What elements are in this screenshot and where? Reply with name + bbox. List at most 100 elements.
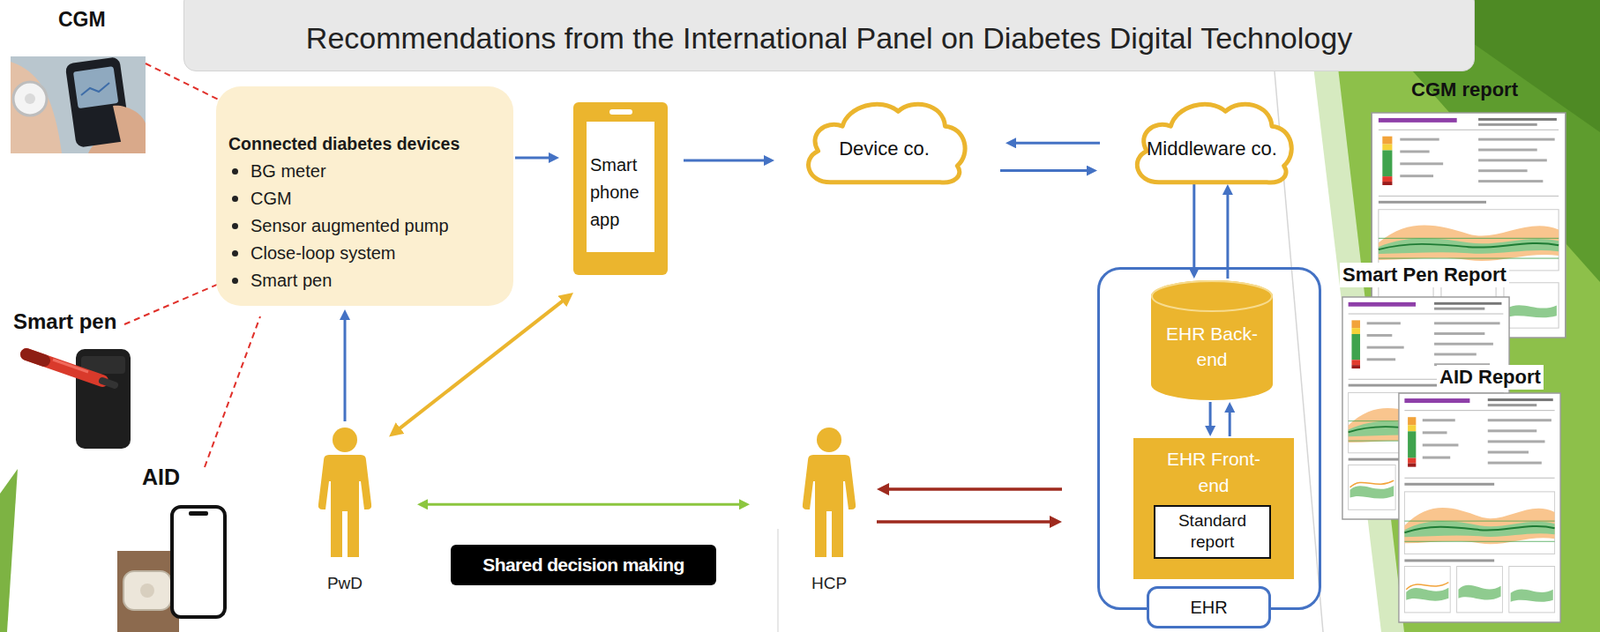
bullet-dot (231, 195, 239, 202)
decor-part (188, 511, 209, 516)
label-holder: Smart Pen Report (1339, 262, 1510, 288)
decor-part (10, 56, 146, 154)
cylinder-top (1151, 281, 1272, 312)
cloud-label: Middleware co. (1146, 136, 1278, 162)
report-box: Standard report (1153, 505, 1272, 560)
decor-part (204, 316, 261, 468)
person-node: HCP (785, 426, 874, 597)
label-holder: CGM report (1408, 77, 1521, 103)
smart-pen-photo (26, 349, 131, 449)
smartphone-box: Smart phone app (573, 102, 668, 276)
decor-part (140, 583, 155, 599)
connector-arrow (1209, 402, 1212, 428)
bullet-item: CGM (250, 185, 292, 213)
cloud-text-holder: Device co. (793, 89, 975, 193)
title-bar: Recommendations from the International P… (183, 0, 1475, 72)
bullet-item: Smart pen (250, 267, 332, 295)
bullet-dot (231, 277, 239, 285)
person-label: PwD (300, 573, 389, 595)
cloud-text-holder: Middleware co. (1122, 89, 1301, 193)
decor-part (112, 105, 146, 154)
connector-arrow (683, 159, 766, 163)
container-label: EHR (1149, 589, 1269, 627)
edge-label-box: Shared decision making (450, 545, 716, 586)
device-list-box: Connected diabetes devicesBG meterCGMSen… (216, 86, 514, 307)
report-label: Standard report (1159, 510, 1266, 554)
decor-part (26, 354, 103, 382)
bullet-dot (231, 250, 239, 257)
label-holder: AID (139, 463, 183, 492)
label-holder: CGM (55, 7, 109, 33)
bullet-row: Close-loop system (228, 239, 505, 268)
decor-part (777, 529, 779, 632)
edge-label: Shared decision making (482, 552, 684, 579)
connector-arrow (1226, 193, 1229, 279)
phone-label: Smart phone app (590, 151, 652, 234)
connector-arrow (426, 503, 742, 507)
cylinder-label: EHR Back-end (1163, 321, 1261, 373)
system-container: EHREHR Back-endEHR Front-endStandard rep… (1097, 267, 1322, 611)
connector-arrow (343, 318, 347, 422)
box-label: EHR Front-end (1156, 446, 1272, 500)
cylinder-body (1151, 280, 1273, 401)
cloud-shape (808, 104, 966, 183)
person-body (318, 455, 372, 558)
person-icon (795, 426, 863, 561)
decor-part (10, 61, 62, 154)
decor-part (102, 381, 115, 386)
person-body (802, 455, 856, 558)
part-label: CGM report (1411, 77, 1518, 103)
cloud-shape (1136, 104, 1292, 183)
person-head (332, 427, 358, 453)
aid-photo (117, 507, 225, 632)
cloud-label: Device co. (838, 136, 930, 162)
part-label: AID Report (1439, 365, 1541, 390)
decor-part (0, 469, 18, 632)
decor-part (52, 359, 89, 373)
connector-arrow (886, 487, 1062, 492)
person-label: HCP (785, 573, 874, 595)
decor-part (123, 571, 172, 611)
connector-arrow (515, 156, 551, 159)
box-heading: Connected diabetes devices (228, 130, 505, 158)
label-holder: AID Report (1436, 365, 1544, 390)
report-thumbnails (1342, 112, 1566, 623)
cloud-node: Device co. (793, 89, 975, 193)
part-label: Smart Pen Report (1342, 262, 1507, 288)
bullet-row: Smart pen (228, 267, 505, 295)
decor-part (1398, 393, 1561, 623)
container-label-box: EHR (1146, 586, 1272, 629)
decor-part (75, 349, 131, 449)
connector-arrow (876, 520, 1053, 524)
phone-speaker (609, 109, 633, 115)
front-end-box: EHR Front-endStandard report (1133, 438, 1294, 580)
person-node: PwD (300, 426, 389, 597)
connector-arrow (397, 299, 565, 431)
part-label: Smart pen (13, 308, 117, 336)
bullet-item: Sensor augmented pump (250, 212, 449, 240)
bullet-row: BG meter (228, 157, 505, 186)
cloud-node: Middleware co. (1122, 89, 1301, 193)
phone-screen: Smart phone app (586, 121, 655, 253)
part-label: AID (142, 463, 180, 492)
label-holder: Smart pen (10, 308, 120, 336)
decor-part (24, 93, 36, 105)
database-cylinder: EHR Back-end (1151, 280, 1273, 401)
decor-part (13, 82, 47, 116)
decor-part (124, 284, 219, 325)
bullet-dot (231, 168, 239, 175)
title-text: Recommendations from the International P… (306, 21, 1353, 56)
bullet-row: Sensor augmented pump (228, 212, 505, 240)
bullet-item: Close-loop system (250, 239, 397, 268)
part-label: CGM (58, 7, 106, 33)
person-icon (311, 426, 379, 561)
bullet-item: BG meter (250, 157, 327, 186)
connector-arrow (1014, 142, 1100, 145)
connector-arrow (1192, 184, 1196, 270)
connector-arrow (1228, 411, 1232, 437)
decor-part (26, 354, 45, 361)
decor-part (1314, 0, 1600, 632)
